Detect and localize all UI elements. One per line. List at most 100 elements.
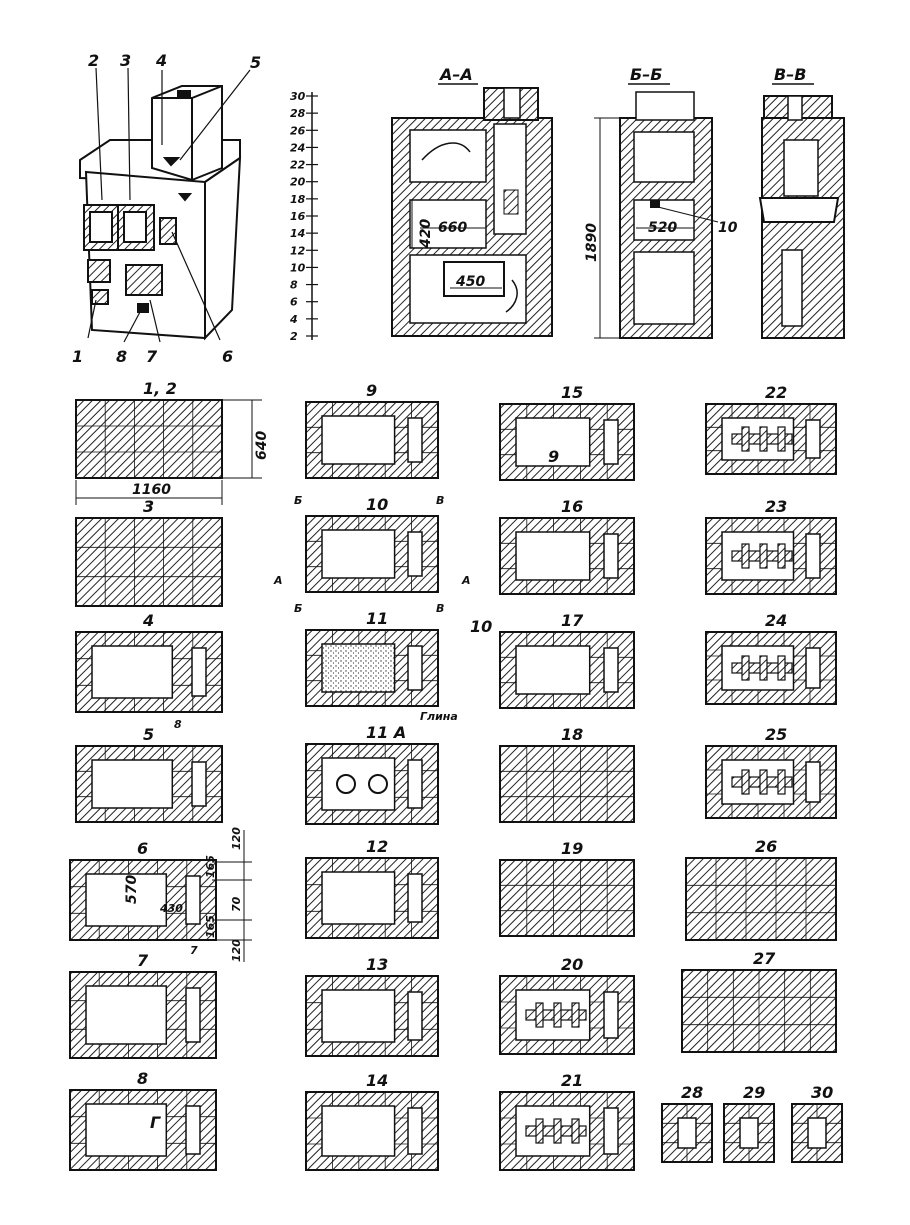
- plan-17-mark-10: 10: [470, 617, 492, 636]
- plan-6-dim-165-top: 165: [204, 855, 217, 878]
- course-plan-channel: [805, 533, 821, 579]
- course-scale-tick-2: 2: [290, 330, 298, 343]
- course-plan-23: 23: [705, 497, 837, 595]
- course-plan-2: 3: [75, 497, 223, 607]
- course-plan-label: 16: [561, 497, 583, 516]
- course-plan-channel: [677, 1117, 697, 1149]
- course-plan-12: 12: [305, 837, 439, 939]
- plan-6-mark-7: 7: [190, 944, 198, 957]
- callout-3: 3: [120, 51, 131, 70]
- plan-4-mark-8: 8: [174, 718, 182, 731]
- course-plan-25: 25: [705, 725, 837, 819]
- course-plan-18: 18: [499, 725, 635, 823]
- course-plan-channel: [407, 531, 423, 577]
- course-plan-8: 9: [305, 381, 439, 479]
- plan-1-2-dim-1160: 1160: [132, 482, 171, 498]
- course-plan-channel: [805, 647, 821, 689]
- course-plan-channel: [805, 419, 821, 459]
- callout-2: 2: [88, 51, 99, 70]
- section-a-a-dim-420: 420: [418, 219, 434, 249]
- section-b-b: Б–Б 1890 520 10: [584, 65, 738, 339]
- course-plan-26: 26: [685, 837, 837, 941]
- course-scale-tick-16: 16: [290, 210, 306, 223]
- course-plan-opening: [321, 989, 396, 1043]
- course-plan-label: 1, 2: [143, 379, 177, 398]
- course-plan-17: 17: [499, 611, 635, 709]
- section-b-b-title: Б–Б: [630, 65, 662, 84]
- course-plan-opening: [321, 871, 396, 925]
- course-plan-label: 23: [765, 497, 787, 516]
- course-plan-20: 20: [499, 955, 635, 1055]
- course-plan-wall: [685, 857, 837, 941]
- course-plan-label: 7: [137, 951, 149, 970]
- course-plan-24: 24: [705, 611, 837, 705]
- course-plan-label: 17: [561, 611, 584, 630]
- plan-15-mark-9: 9: [548, 447, 559, 466]
- section-a-a-dim-660: 660: [438, 220, 467, 236]
- plan-11-mark-glina: Глина: [420, 710, 458, 723]
- course-scale-tick-20: 20: [290, 176, 306, 189]
- callout-6: 6: [222, 347, 233, 366]
- course-plan-22: 22: [705, 383, 837, 475]
- callout-4: 4: [155, 51, 167, 70]
- plan-6-dim-165-bottom: 165: [204, 915, 217, 938]
- section-b-b-dim-520: 520: [648, 220, 677, 236]
- course-plan-label: 14: [366, 1071, 388, 1090]
- plan-6-dim-570: 570: [124, 875, 140, 904]
- course-plan-label: 29: [743, 1083, 765, 1102]
- plan-1-2-dim-640: 640: [254, 431, 270, 460]
- course-plan-label: 20: [561, 955, 583, 974]
- plan-10-mark-a-right: А: [461, 574, 471, 587]
- course-plan-channel: [407, 417, 423, 463]
- course-plan-channel: [185, 875, 201, 925]
- course-plan-label: 9: [366, 381, 377, 400]
- course-plan-27: 27: [681, 949, 837, 1053]
- course-plan-label: 8: [137, 1069, 148, 1088]
- course-plan-28: 28: [661, 1083, 713, 1163]
- course-plan-opening: [321, 1105, 396, 1157]
- course-plan-4: 5: [75, 725, 223, 823]
- course-plan-label: 21: [561, 1071, 583, 1090]
- course-plan-label: 11 А: [366, 723, 406, 742]
- course-scale-tick-18: 18: [290, 193, 306, 206]
- course-plan-label: 26: [755, 837, 777, 856]
- course-plan-channel: [407, 645, 423, 691]
- course-plan-channel: [407, 991, 423, 1041]
- course-plan-21: 21: [499, 1071, 635, 1171]
- course-plan-label: 11: [366, 609, 388, 628]
- course-plan-label: 5: [143, 725, 154, 744]
- course-plan-label: 18: [561, 725, 583, 744]
- course-plans: 1, 2 3 4 5 6 7 8 9 10 11 11 А 12 13 14 15 16 17 18 19 20 21 2…: [69, 379, 843, 1171]
- course-plan-channel: [603, 647, 619, 693]
- callout-8: 8: [116, 347, 127, 366]
- course-plan-3: 4: [75, 611, 223, 713]
- course-plan-19: 19: [499, 839, 635, 937]
- course-plan-opening: [85, 985, 168, 1045]
- course-plan-label: 25: [765, 725, 787, 744]
- course-plan-label: 6: [137, 839, 148, 858]
- section-v-v: В–В: [758, 65, 845, 339]
- course-scale-tick-4: 4: [289, 313, 298, 326]
- course-plan-5: 6: [69, 839, 217, 941]
- course-plan-label: 22: [765, 383, 787, 402]
- callout-7: 7: [146, 347, 158, 366]
- course-plan-channel: [185, 987, 201, 1043]
- course-plan-30: 30: [791, 1083, 843, 1163]
- plan-6-dim-120-bottom: 120: [230, 939, 243, 962]
- course-plan-16: 16: [499, 497, 635, 595]
- course-plan-wall: [499, 745, 635, 823]
- course-plan-opening: [91, 759, 174, 809]
- plan-6-dim-430: 430: [159, 902, 183, 915]
- section-a-a-title: А–А: [438, 65, 473, 84]
- course-scale-tick-6: 6: [290, 296, 298, 309]
- plan-10-mark-v-right: В: [436, 494, 444, 507]
- course-plan-opening: [85, 873, 168, 927]
- course-plan-label: 13: [366, 955, 388, 974]
- course-plan-label: 3: [143, 497, 154, 516]
- course-plan-15: 15: [499, 383, 635, 481]
- course-plan-label: 19: [561, 839, 583, 858]
- course-scale-tick-12: 12: [290, 244, 306, 257]
- plan-10-mark-a-left: А: [273, 574, 283, 587]
